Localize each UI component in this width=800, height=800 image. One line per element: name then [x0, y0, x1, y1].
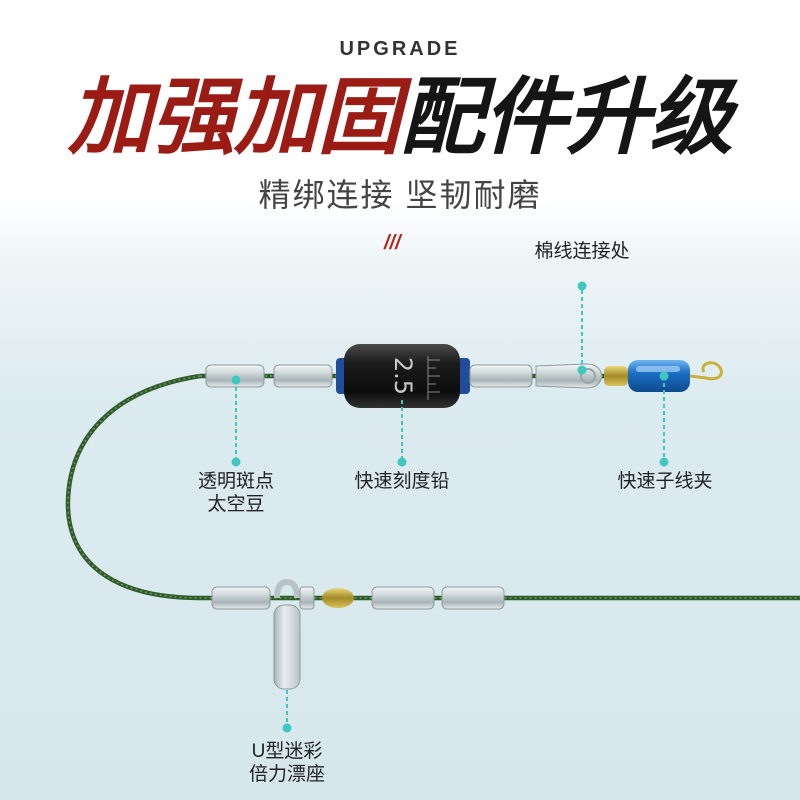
callout-space-bean: 透明斑点 太空豆 — [176, 470, 296, 516]
cotton-joint-connector — [535, 363, 603, 389]
callout-scale-sinker: 快速刻度铅 — [354, 471, 450, 492]
sinker-marking: 2.5 — [389, 357, 417, 395]
accent-slashes: /// — [384, 232, 401, 254]
callout-pointers — [231, 281, 669, 733]
callout-float-seat-line2: 倍力漂座 — [248, 764, 325, 785]
subtitle: 精绑连接 坚韧耐磨 — [258, 177, 542, 213]
callout-float-seat-line1: U型迷彩 — [251, 741, 323, 762]
callout-cotton-joint: 棉线连接处 — [534, 241, 630, 262]
headline: 加强加固配件升级 — [0, 62, 800, 172]
headline-black-part: 配件升级 — [400, 68, 733, 166]
upgrade-kicker: UPGRADE — [339, 38, 461, 60]
callout-space-bean-line1: 透明斑点 — [197, 471, 274, 492]
space-bean-lower-3 — [371, 586, 435, 610]
callout-float-seat: U型迷彩 倍力漂座 — [228, 740, 346, 786]
callout-snap-clip: 快速子线夹 — [617, 471, 713, 492]
space-bean-upper-3 — [469, 364, 533, 388]
float-seat — [273, 578, 301, 690]
snap-clip — [628, 360, 723, 392]
callout-space-bean-line2: 太空豆 — [207, 494, 265, 515]
brass-bead — [604, 366, 628, 386]
scale-sinker: 2.5 — [336, 344, 470, 408]
brass-stopper-bead — [322, 588, 354, 608]
headline-red-part: 加强加固 — [67, 68, 401, 166]
space-bean-lower-1 — [211, 586, 271, 610]
space-bean-lower-4 — [441, 586, 505, 610]
space-bean-upper-2 — [273, 364, 333, 388]
space-bean-lower-2 — [299, 586, 315, 610]
